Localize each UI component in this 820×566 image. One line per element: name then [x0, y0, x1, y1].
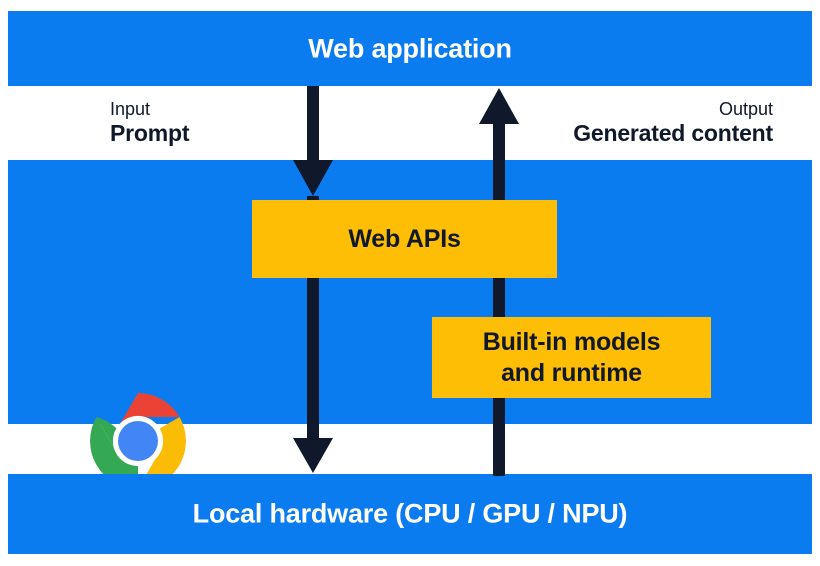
annotation-output: Output Generated content	[573, 99, 773, 147]
annotation-output-kicker: Output	[718, 99, 773, 119]
annotation-input-value: Prompt	[110, 120, 190, 147]
box-web-apis: Web APIs	[252, 200, 557, 278]
band-local-hardware-label: Local hardware (CPU / GPU / NPU)	[192, 498, 628, 529]
box-web-apis-label: Web APIs	[348, 224, 461, 253]
band-web-application-label: Web application	[308, 33, 512, 63]
annotation-output-value: Generated content	[573, 120, 773, 147]
box-builtin-models-label: Built-in models and runtime	[483, 327, 661, 388]
box-builtin-models-line2: and runtime	[501, 358, 642, 387]
box-builtin-models-line1: Built-in models	[482, 328, 661, 356]
band-web-application: Web application	[8, 11, 812, 86]
annotation-input-kicker: Input	[110, 99, 151, 119]
box-builtin-models: Built-in models and runtime	[432, 317, 711, 398]
annotation-input: Input Prompt	[110, 99, 190, 147]
chrome-logo-icon	[89, 392, 186, 490]
band-local-hardware: Local hardware (CPU / GPU / NPU)	[8, 474, 812, 554]
